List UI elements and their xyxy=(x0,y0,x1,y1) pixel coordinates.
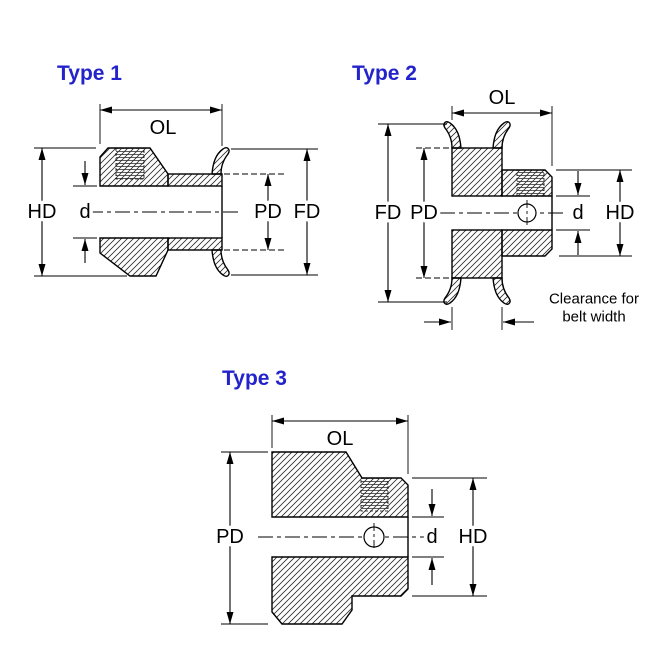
type2-flange-top-right xyxy=(492,121,511,149)
type2-flange-top-left xyxy=(443,121,462,149)
type2-title: Type 2 xyxy=(352,62,417,85)
type2-clearance-note-line1: Clearance for xyxy=(549,291,639,308)
type3-title: Type 3 xyxy=(222,367,287,390)
type2-hd-label: HD xyxy=(606,202,635,224)
type2-clearance-note-line2: belt width xyxy=(562,309,625,326)
type2-set-screw-threads xyxy=(516,169,545,197)
type2-dimensions: OL FD PD d HD Clearance for belt width xyxy=(371,87,639,330)
type1-flange-bottom xyxy=(211,249,230,277)
type2-pd-label: PD xyxy=(410,202,438,224)
type2-hub-lower xyxy=(501,229,553,257)
type2-flange-bottom-right xyxy=(492,277,511,305)
type2-figure: Type 2 OL FD xyxy=(352,62,639,330)
type3-hd-label: HD xyxy=(459,526,488,548)
type1-hd-label: HD xyxy=(28,201,57,223)
type1-set-screw-threads xyxy=(115,147,145,180)
type1-ol-label: OL xyxy=(150,117,177,139)
type1-fd-label: FD xyxy=(294,201,321,223)
type2-belt-section-lower xyxy=(451,229,503,279)
type1-dimensions: OL HD d PD FD xyxy=(24,104,324,277)
type1-pulley-section xyxy=(88,147,284,277)
type3-ol-label: OL xyxy=(327,428,354,450)
type3-pulley-section xyxy=(258,451,428,625)
type2-flange-bottom-left xyxy=(443,277,462,305)
type2-pulley-section xyxy=(440,121,566,305)
type2-belt-section-upper xyxy=(451,147,503,197)
type3-d-label: d xyxy=(426,526,437,548)
type1-belt-section-lower xyxy=(167,237,223,251)
type2-fd-label: FD xyxy=(375,202,402,224)
type1-belt-section-upper xyxy=(167,173,223,187)
type3-dimensions: OL PD d HD xyxy=(213,415,491,625)
type1-d-label: d xyxy=(79,201,90,223)
type3-set-screw-threads xyxy=(360,477,389,512)
type1-figure: Type 1 OL HD d xyxy=(24,62,324,277)
type2-ol-label: OL xyxy=(489,87,516,109)
type3-figure: Type 3 OL PD d H xyxy=(213,367,491,625)
type1-pd-label: PD xyxy=(254,201,282,223)
type2-d-label: d xyxy=(572,202,583,224)
type1-hub-lower xyxy=(99,237,169,277)
type3-body-lower xyxy=(271,556,409,625)
type1-flange-top xyxy=(211,147,230,175)
type1-title: Type 1 xyxy=(57,62,122,85)
type3-pd-label: PD xyxy=(216,526,244,548)
